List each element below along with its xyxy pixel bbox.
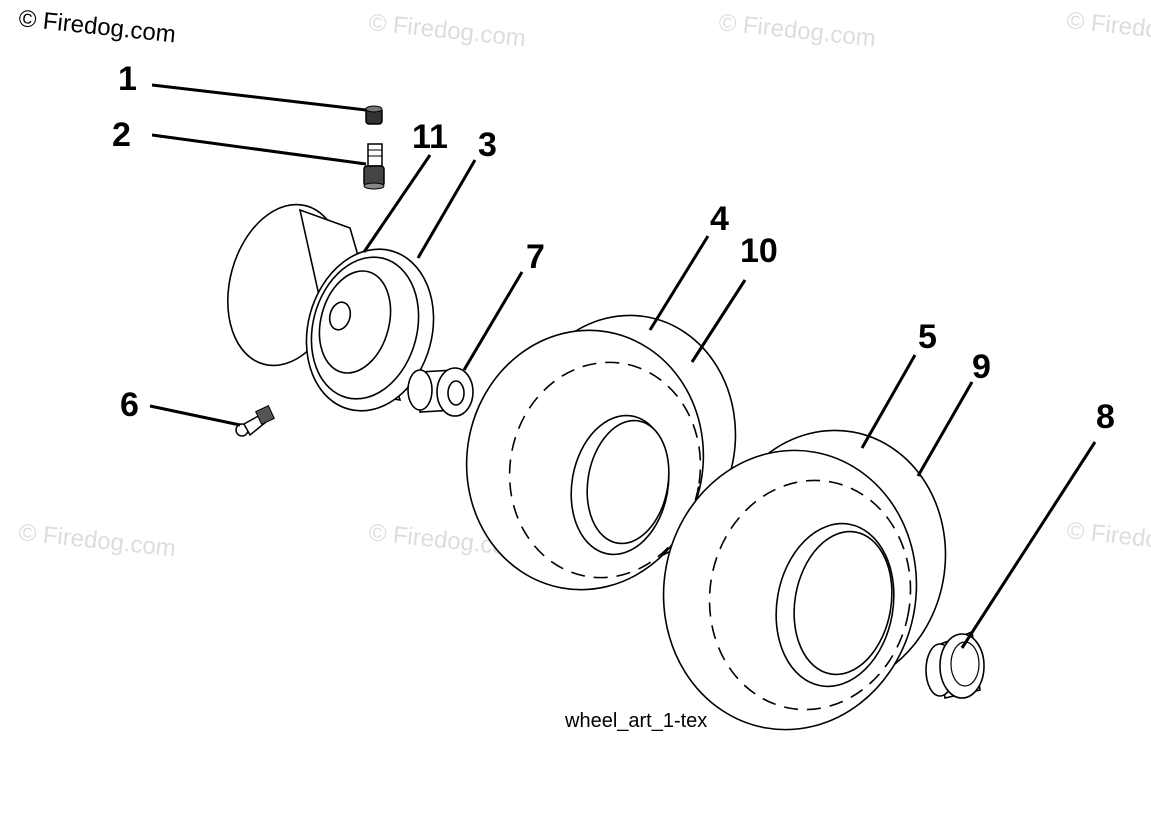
watermark: © Firedog.com: [17, 519, 177, 562]
callout-11: 11: [412, 118, 448, 156]
callout-labels: 1 2 11 3 4 10 7 5 9 8 6: [112, 60, 1115, 436]
wheel-rim: [226, 203, 435, 412]
leader-lines: [149, 83, 1097, 649]
figure-caption: wheel_art_1-tex: [564, 710, 707, 732]
grease-fitting: [235, 405, 275, 437]
callout-1: 1: [118, 60, 137, 98]
leader-7: [462, 271, 524, 371]
front-tire: [465, 314, 737, 591]
valve-cap: [365, 105, 383, 125]
leader-8: [960, 441, 1097, 649]
leader-3: [416, 159, 477, 259]
leader-1: [151, 83, 367, 112]
hub-cap: [925, 630, 985, 699]
leader-11: [362, 154, 432, 253]
callout-10: 10: [740, 232, 778, 270]
callout-8: 8: [1096, 398, 1115, 436]
rear-tire: [662, 429, 947, 731]
leader-10: [690, 279, 747, 363]
callout-3: 3: [478, 126, 497, 164]
leader-9: [916, 381, 974, 477]
leader-2: [151, 133, 367, 166]
leader-4: [648, 235, 710, 331]
callout-9: 9: [972, 348, 991, 386]
callout-6: 6: [120, 386, 139, 424]
watermark: © Firedog.com: [717, 9, 877, 52]
leader-6: [149, 404, 241, 427]
watermark: © Firedog.com: [1065, 517, 1151, 560]
watermark-main: © Firedog.com: [17, 5, 177, 48]
callout-4: 4: [710, 200, 729, 238]
bushing: [407, 367, 474, 417]
watermark: © Firedog.com: [367, 9, 527, 52]
callout-7: 7: [526, 238, 545, 276]
callout-5: 5: [918, 318, 937, 356]
leader-5: [860, 354, 917, 449]
callout-2: 2: [112, 116, 131, 154]
valve-stem: [363, 143, 385, 190]
watermark: © Firedog.com: [1065, 7, 1151, 50]
